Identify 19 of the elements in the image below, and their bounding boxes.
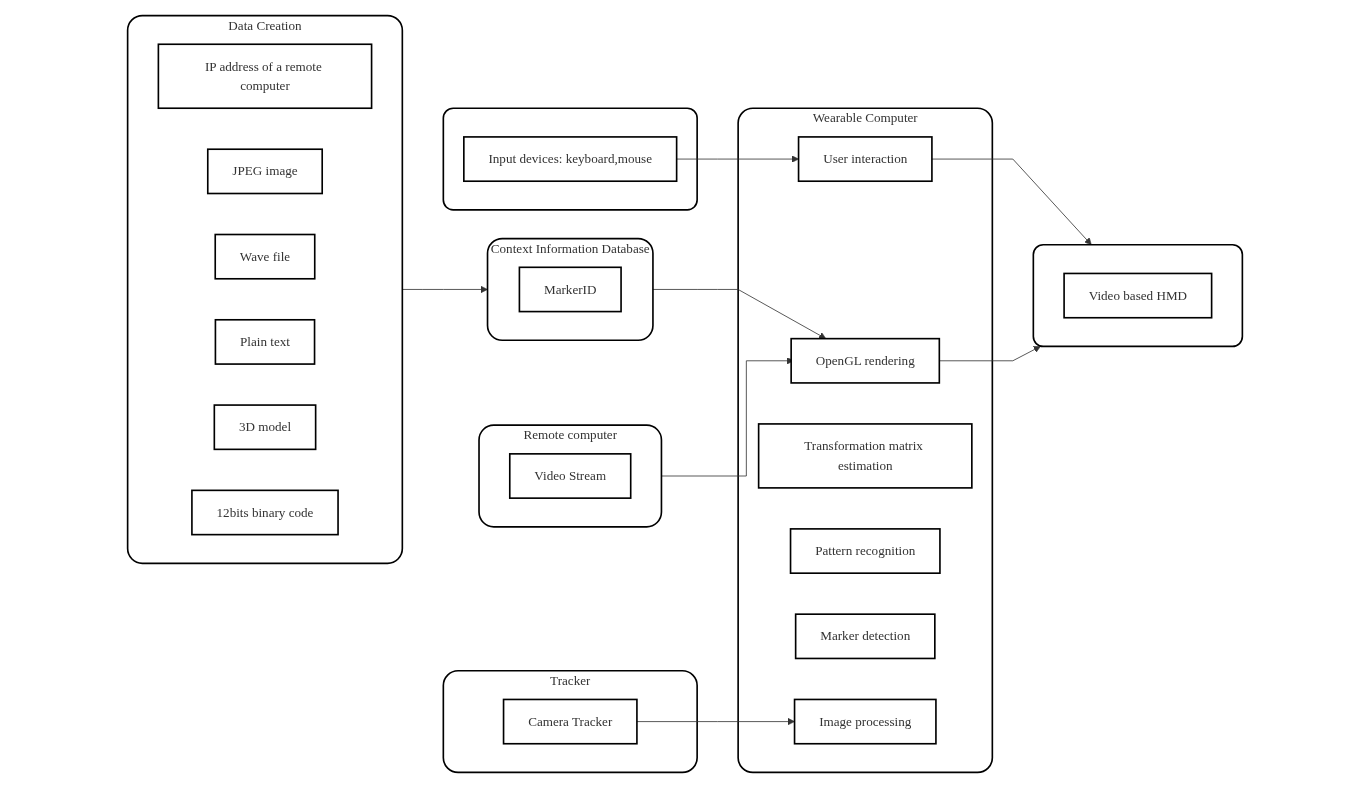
node-box: Input devices: keyboard,mouse (463, 136, 678, 182)
node-box: Marker detection (794, 613, 936, 660)
node-box: 12bits binary code (191, 489, 339, 536)
node-box: User interaction (797, 136, 933, 182)
node-box: Transformation matrix estimation (757, 423, 973, 489)
node-box: Video Stream (508, 453, 632, 499)
node-box: Pattern recognition (789, 528, 941, 574)
cluster (442, 107, 698, 211)
node-box: 3D model (213, 404, 317, 451)
node-box: Image processing (793, 698, 937, 745)
node-box: Video based HMD (1063, 272, 1213, 319)
node-box: JPEG image (206, 148, 323, 195)
cluster (1032, 243, 1244, 348)
node-box: Plain text (214, 318, 316, 365)
node-box: IP address of a remote computer (157, 43, 373, 110)
node-box: OpenGL rendering (790, 337, 941, 384)
node-box: MarkerID (518, 266, 622, 313)
node-box: Camera Tracker (502, 698, 638, 745)
node-box: Wave file (214, 233, 316, 280)
